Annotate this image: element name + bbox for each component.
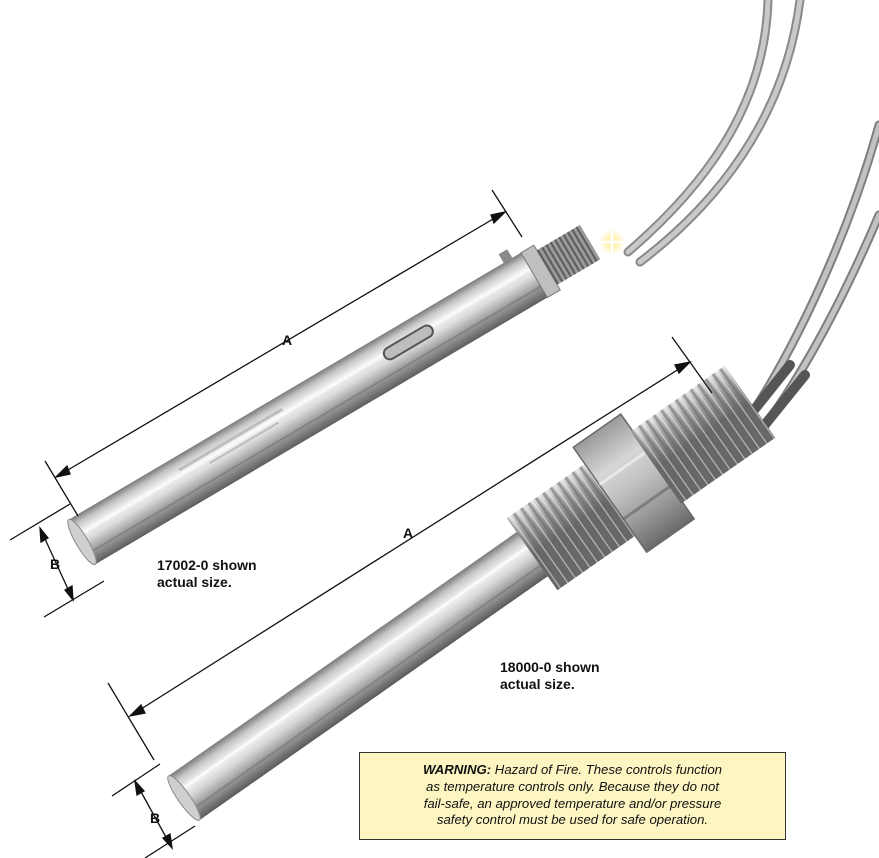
lead-wires-heater-2 [737, 120, 879, 442]
dimension-label-a-heater-1: A [282, 332, 293, 348]
warning-text-1: Hazard of Fire. These controls function [491, 762, 723, 777]
dimension-label-b-heater-2: B [150, 810, 161, 826]
caption-heater-1: 17002-0 shown actual size. [157, 557, 257, 591]
dimension-label-a-heater-2: A [403, 525, 414, 541]
dimension-label-b-heater-1: B [50, 556, 61, 572]
warning-line-1: WARNING: Hazard of Fire. These controls … [372, 762, 773, 779]
lead-wires-heater-1 [623, 0, 805, 267]
dimension-line-a-heater-1 [44, 189, 523, 517]
caption-heater-2-model: 18000-0 shown [500, 659, 600, 675]
caption-heater-1-note: actual size. [157, 574, 232, 590]
dimension-line-a-heater-2 [107, 336, 713, 761]
dimension-line-b-heater-2 [111, 763, 196, 858]
warning-line-2: as temperature controls only. Because th… [426, 778, 719, 794]
caption-heater-2: 18000-0 shown actual size. [500, 659, 600, 693]
caption-heater-1-model: 17002-0 shown [157, 557, 257, 573]
spark-highlight [596, 226, 628, 258]
warning-line-3: fail-safe, an approved temperature and/o… [423, 795, 722, 811]
cartridge-heater-18000-0 [167, 365, 776, 821]
warning-line-4: safety control must be used for safe ope… [436, 812, 709, 828]
warning-box: WARNING: Hazard of Fire. These controls … [359, 752, 786, 840]
caption-heater-2-note: actual size. [500, 676, 575, 692]
dimension-line-b-heater-1 [9, 503, 105, 618]
warning-title: WARNING: [422, 762, 492, 777]
cartridge-heater-17002-0 [67, 224, 601, 566]
